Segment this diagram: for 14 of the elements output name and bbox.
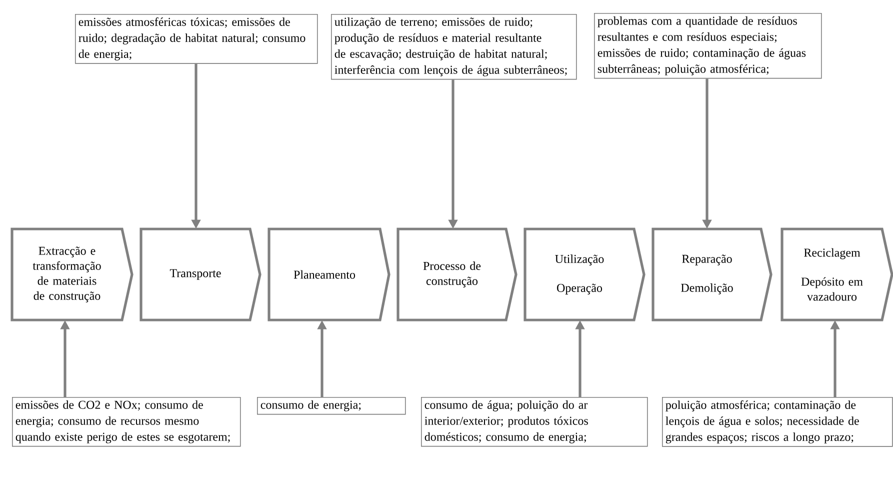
text-box: emissões de CO2 e NOx; consumo de energia; consumo de recursos mesmo quando existe perigo de estes se esgotarem; [12,397,241,447]
chevron-step: Processo de construção [396,228,518,322]
text-box: problemas com a quantidade de resíduos resultantes e com resíduos especiais; emissões de ruido; contaminação de águas subterrâneas; poluição atmosférica; [594,13,822,79]
text-box: consumo de energia; [257,397,406,415]
text-box: poluição atmosférica; contaminação de lençois de água e solos; necessidade de grandes espaços; riscos a longo prazo; [662,397,893,447]
chevron-step: Utilização Operação [524,228,646,322]
chevron-step: Planeamento [268,228,390,322]
text-box: consumo de água; poluição do ar interior/exterior; produtos tóxicos domésticos; consumo de energia; [421,397,648,447]
text-box: utilização de terreno; emissões de ruido; produção de resíduos e material resultante de escavação; destruição de habitat natural; interferência com lençois de água subterrâneos; [331,14,577,80]
chevron-step: Reciclagem Depósito em vazadouro [780,228,893,322]
text-box: emissões atmosféricas tóxicas; emissões de ruido; degradação de habitat natural; consumo de energia; [75,14,318,64]
chevron-step: Extracção e transformação de materiais de construção [10,228,134,322]
chevron-step: Transporte [140,228,262,322]
chevron-step: Reparação Demolição [652,228,772,322]
